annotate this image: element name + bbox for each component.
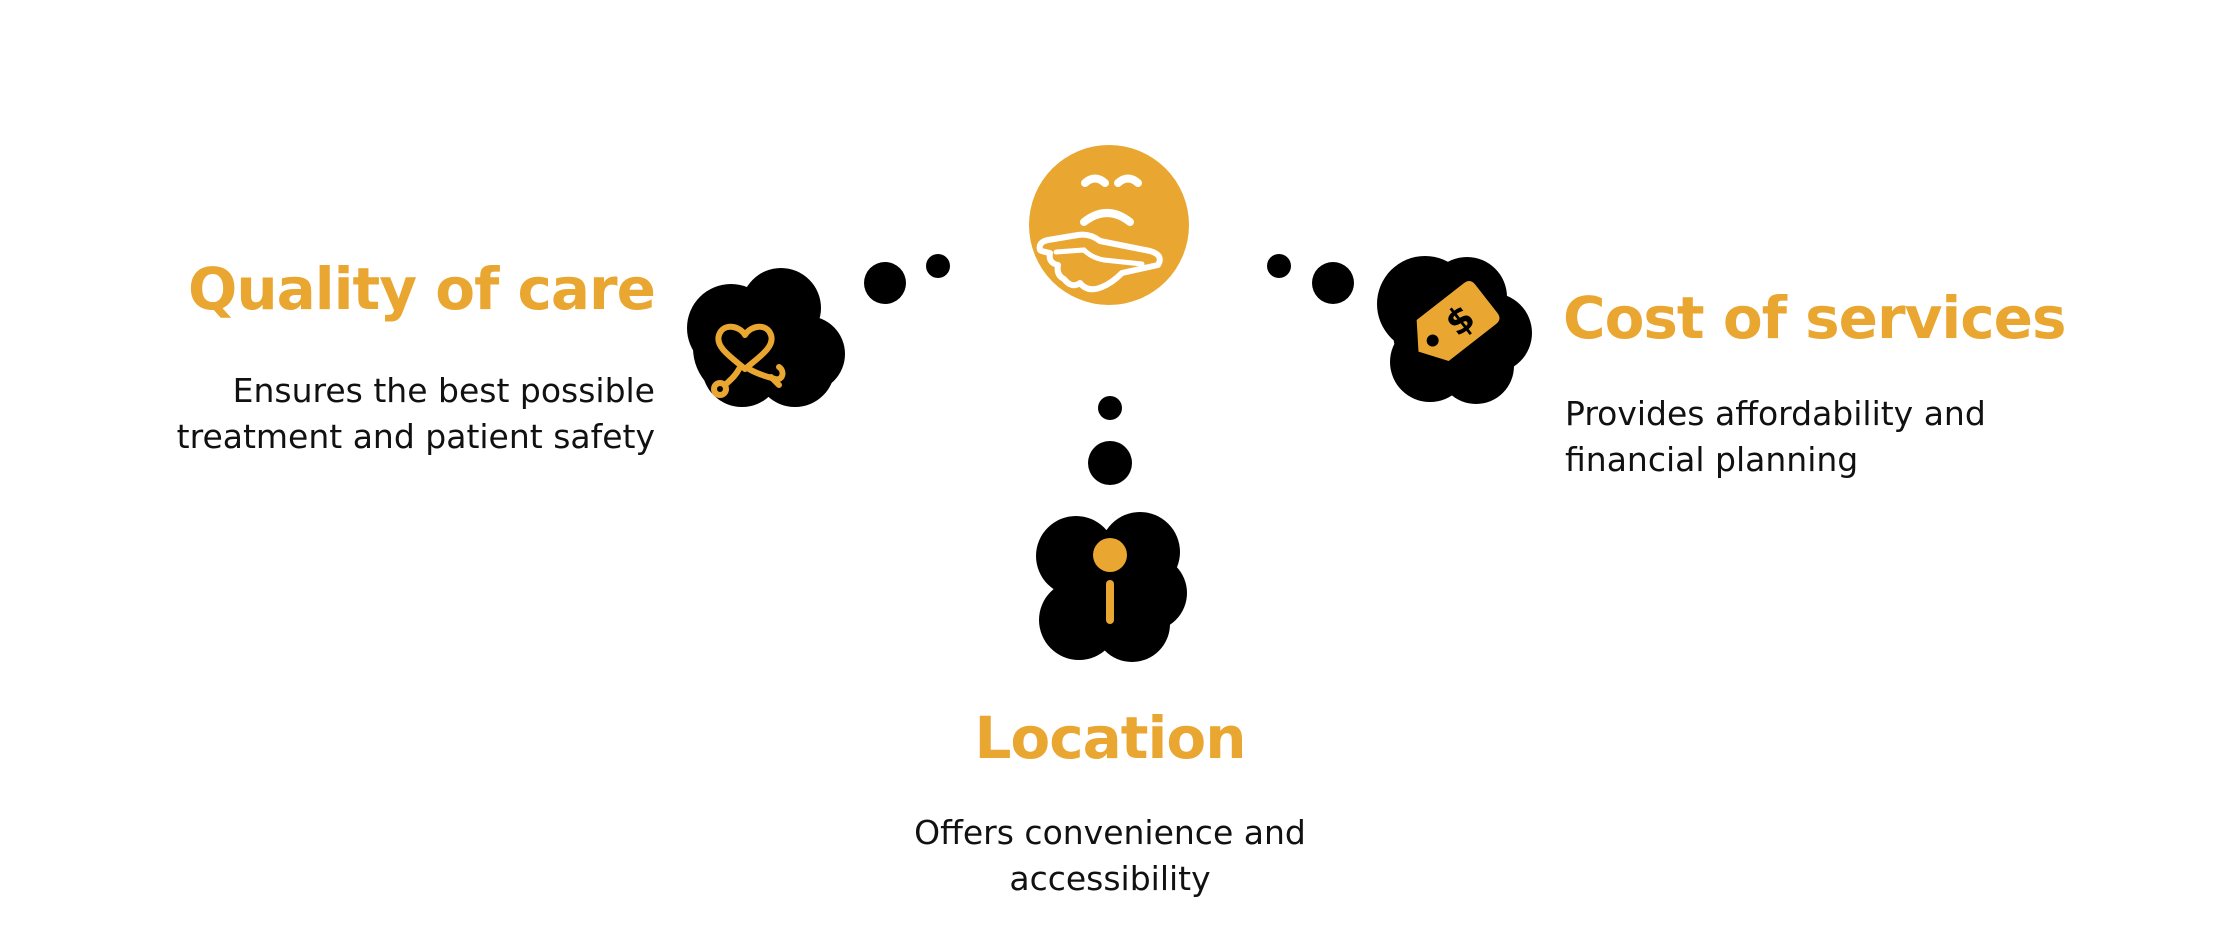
thought-cloud-quality	[687, 268, 845, 407]
location-pin-icon	[1093, 538, 1127, 624]
factor-title-location: Location	[974, 704, 1246, 772]
thought-dot	[1098, 396, 1122, 420]
thought-dot	[1267, 254, 1291, 278]
factor-description-quality: Ensures the best possible treatment and …	[176, 371, 655, 456]
stethoscope-heart-icon	[711, 323, 786, 398]
thinking-face-icon	[1029, 145, 1189, 305]
price-tag-dollar-icon: $	[1416, 280, 1500, 362]
factor-title-quality: Quality of care	[188, 255, 656, 323]
thought-dot	[926, 254, 950, 278]
factor-description-cost: Provides affordability and financial pla…	[1565, 394, 1986, 479]
thought-dot	[1312, 262, 1354, 304]
thought-dot	[1088, 441, 1132, 485]
thought-dot	[864, 262, 906, 304]
factor-title-cost: Cost of services	[1563, 284, 2067, 352]
factor-description-location: Offers convenience and accessibility	[914, 813, 1306, 898]
